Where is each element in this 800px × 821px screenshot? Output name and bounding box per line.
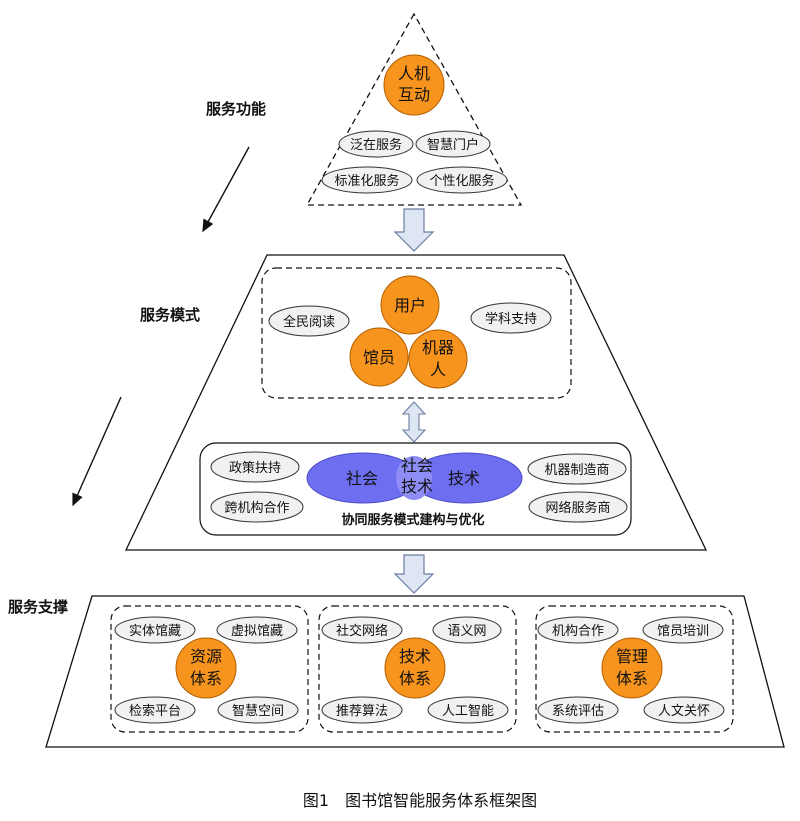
- pill-text: 泛在服务: [350, 137, 402, 153]
- management-system-line2: 体系: [616, 669, 648, 688]
- management-system-line1: 管理: [616, 647, 648, 666]
- pill-ubiquitous-service: [338, 130, 414, 158]
- pill-search-platform: [114, 696, 196, 724]
- human-machine-interaction-circle: [383, 54, 445, 116]
- pill-recommendation-algorithm: [321, 696, 403, 724]
- figure-caption: 图1 图书馆智能服务体系框架图: [303, 791, 537, 810]
- pill-text: 智慧空间: [232, 703, 284, 719]
- pill-cross-institution: [210, 491, 304, 523]
- pill-system-evaluation: [537, 696, 619, 724]
- overlap-label-line2: 技术: [401, 477, 433, 496]
- pill-text: 推荐算法: [336, 704, 388, 719]
- pill-personalized-service: [416, 166, 508, 194]
- user-label: 用户: [394, 296, 426, 315]
- pill-text: 检索平台: [129, 704, 181, 719]
- technology-system-circle: [384, 637, 446, 699]
- pill-text: 标准化服务: [334, 173, 399, 189]
- actors-dashed-box: [261, 267, 572, 399]
- technology-system-line2: 体系: [399, 669, 431, 688]
- user-circle: [380, 275, 440, 335]
- pill-text: 机器制造商: [544, 463, 609, 478]
- pill-text: 政策扶持: [229, 460, 281, 476]
- pill-standardized-service: [321, 166, 413, 194]
- technology-label: 技术: [448, 469, 480, 488]
- label-service-mode: 服务模式: [140, 306, 200, 324]
- pill-text: 语义网: [447, 624, 486, 639]
- pill-text: 个性化服务: [429, 173, 494, 189]
- pill-robot-manufacturer: [527, 453, 627, 485]
- management-system-box: [535, 605, 734, 733]
- block-arrow-down-2: [393, 554, 435, 594]
- robot-circle: [408, 329, 468, 389]
- pill-text: 机构合作: [552, 624, 604, 639]
- pill-text: 跨机构合作: [224, 501, 289, 516]
- arrow-mode-to-support: [72, 396, 122, 507]
- pill-humanistic-care: [643, 696, 725, 724]
- resource-system-line2: 体系: [190, 669, 222, 688]
- pill-text: 网络服务商: [545, 500, 610, 516]
- double-arrow-vertical: [401, 401, 427, 443]
- pill-policy-support: [210, 451, 300, 483]
- pill-librarian-training: [642, 616, 724, 644]
- pill-smart-space: [217, 696, 299, 724]
- pill-text: 馆员培训: [657, 623, 709, 639]
- robot-label-line2: 人: [430, 360, 446, 379]
- management-system-circle: [601, 637, 663, 699]
- resource-system-circle: [175, 637, 237, 699]
- pill-smart-portal: [415, 130, 491, 158]
- pill-social-network: [321, 616, 403, 644]
- pill-text: 虚拟馆藏: [231, 624, 283, 639]
- pill-network-provider: [528, 491, 628, 523]
- pill-text: 系统评估: [552, 704, 604, 719]
- pill-virtual-collection: [216, 616, 298, 644]
- collaboration-label: 协同服务模式建构与优化: [341, 512, 484, 528]
- pill-text: 全民阅读: [283, 314, 335, 330]
- resource-system-line1: 资源: [190, 647, 222, 666]
- pill-text: 社交网络: [336, 623, 388, 639]
- overlap-label-line1: 社会: [401, 456, 433, 475]
- arrow-function-to-mode: [202, 146, 250, 233]
- overlap-region: [396, 456, 432, 500]
- pill-physical-collection: [114, 616, 196, 644]
- pill-artificial-intelligence: [427, 696, 509, 724]
- pill-institution-cooperation: [537, 616, 619, 644]
- pill-subject-support: [470, 302, 552, 334]
- librarian-label: 馆员: [363, 348, 395, 367]
- resource-system-box: [110, 605, 309, 733]
- label-service-function: 服务功能: [206, 100, 266, 118]
- society-label: 社会: [346, 469, 378, 488]
- pill-text: 学科支持: [485, 311, 537, 327]
- technology-system-line1: 技术: [399, 647, 431, 666]
- pill-text: 人文关怀: [658, 704, 710, 719]
- human-machine-line2: 互动: [398, 85, 430, 104]
- librarian-circle: [349, 327, 409, 387]
- pill-text: 人工智能: [442, 704, 494, 719]
- pill-semantic-web: [432, 616, 502, 644]
- human-machine-line1: 人机: [398, 64, 430, 83]
- robot-label-line1: 机器: [422, 338, 454, 357]
- pill-text: 智慧门户: [427, 137, 479, 153]
- label-service-support: 服务支撑: [8, 598, 68, 616]
- pill-text: 实体馆藏: [129, 624, 181, 639]
- block-arrow-down: [393, 208, 435, 252]
- pill-national-reading: [268, 305, 350, 337]
- technology-system-box: [318, 605, 517, 733]
